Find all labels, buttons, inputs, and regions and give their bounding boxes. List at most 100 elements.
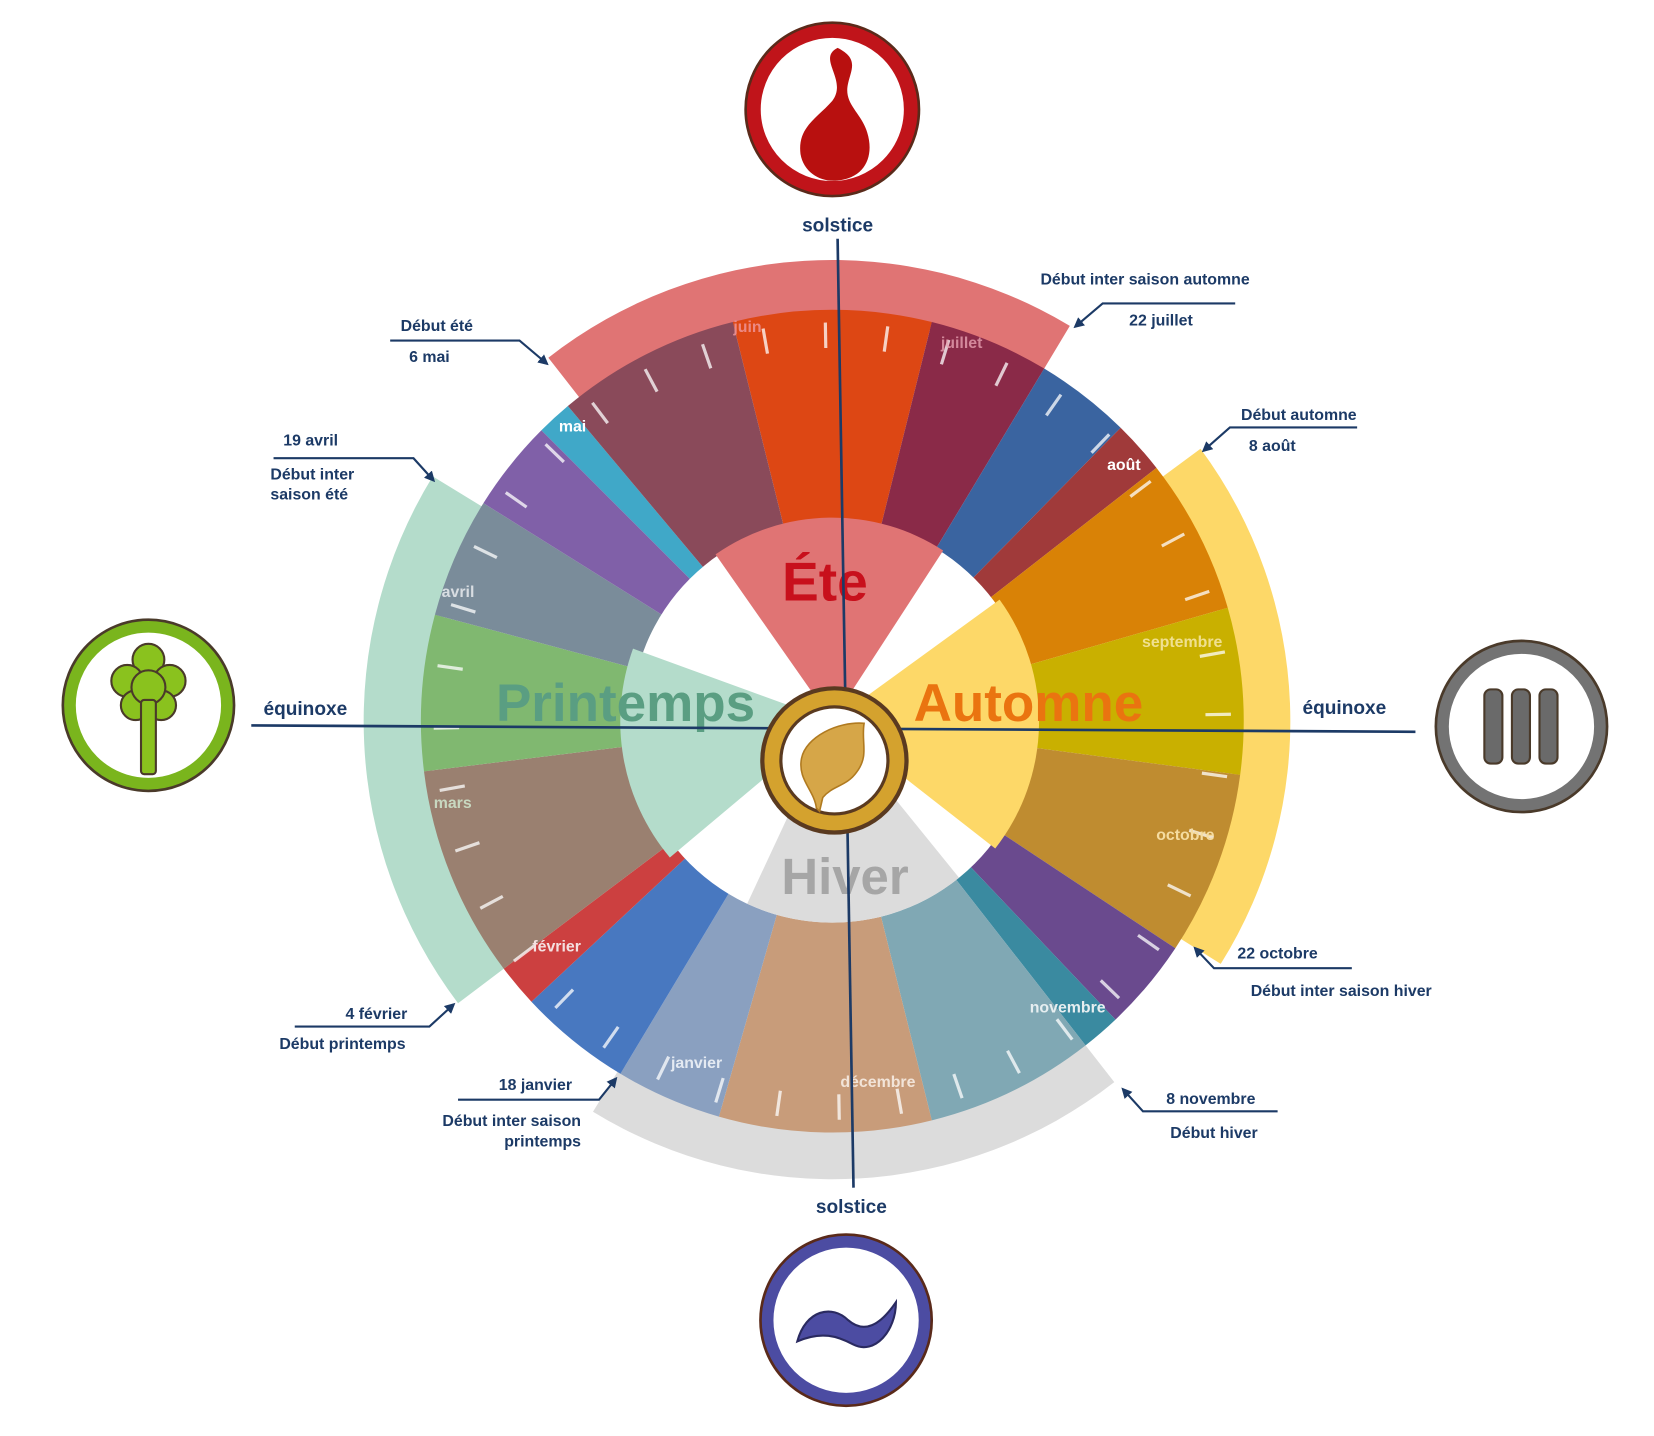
tick-mark	[882, 326, 890, 352]
annotation-date: 19 avril	[283, 433, 338, 450]
tick-mark	[591, 401, 609, 425]
tick-mark	[439, 784, 466, 792]
tick-mark	[554, 988, 575, 1010]
annotation-arrow	[294, 1002, 456, 1028]
annotation-date: 8 août	[1249, 438, 1297, 455]
month-label-avril: avril	[442, 584, 475, 601]
annotation-date: 18 janvier	[499, 1077, 572, 1094]
month-label-mars: mars	[434, 795, 472, 812]
annotation-inter-hiver: 22 octobre Début inter saison hiver	[1193, 946, 1432, 1000]
month-segment	[434, 503, 666, 671]
tick-mark	[512, 944, 536, 963]
month-segment	[483, 430, 694, 618]
tick-mark	[994, 362, 1009, 387]
tick-mark	[1161, 532, 1186, 548]
solstice-label-bottom: solstice	[816, 1197, 887, 1218]
equinox-label-right: équinoxe	[1303, 698, 1387, 719]
leaf-icon	[760, 686, 909, 835]
annotation-title: Début hiver	[1170, 1125, 1257, 1142]
solstice-label-top: solstice	[802, 215, 873, 236]
month-segment	[933, 368, 1121, 582]
month-label-novembre: novembre	[1030, 1000, 1106, 1017]
wave-icon	[759, 1233, 934, 1408]
month-segment	[531, 854, 732, 1074]
tick-mark	[1090, 433, 1111, 454]
annotation-date: 6 mai	[409, 349, 450, 366]
fire-icon	[744, 21, 921, 198]
month-label-mai: mai	[559, 419, 586, 436]
annotation-title: Début automne	[1241, 407, 1357, 424]
tick-mark	[761, 328, 770, 354]
tick-mark	[1099, 979, 1121, 1000]
equinox-label-left: équinoxe	[263, 699, 347, 720]
tick-mark	[450, 603, 476, 614]
tick-mark	[952, 1073, 964, 1099]
month-label-decembre: décembre	[840, 1074, 915, 1091]
tick-mark	[701, 343, 713, 369]
month-segment	[503, 839, 689, 1002]
season-bands	[363, 259, 1291, 1180]
tick-mark	[656, 1055, 671, 1081]
tick-mark	[1006, 1049, 1021, 1074]
tick-mark	[1129, 479, 1152, 498]
sector-automne	[832, 599, 1040, 849]
tick-mark	[939, 339, 951, 365]
month-segment	[967, 829, 1176, 1020]
month-label-juillet: juillet	[940, 335, 983, 352]
month-label-octobre: octobre	[1156, 827, 1214, 844]
annotation-arrow	[1121, 1087, 1278, 1113]
annotation-title-line1: Début inter	[270, 466, 354, 483]
annotation-arrow	[1073, 302, 1236, 329]
band-automne	[1156, 448, 1291, 964]
month-label-juin: juin	[732, 319, 761, 336]
tick-mark	[504, 491, 528, 509]
month-segment	[718, 909, 932, 1133]
bars-icon	[1434, 639, 1609, 814]
annotation-inter-ete: 19 avril Début inter saison été	[270, 433, 436, 504]
season-label-hiver: Hiver	[781, 848, 908, 905]
annotation-inter-printemps: 18 janvier Début inter saison printemps	[442, 1076, 618, 1150]
tick-mark	[643, 368, 659, 393]
annotation-arrow	[273, 457, 436, 483]
tick-mark	[479, 894, 504, 910]
annotation-arrow	[458, 1076, 618, 1101]
sector-ete	[715, 517, 944, 722]
tick-mark	[1188, 828, 1215, 840]
month-segment	[879, 875, 1086, 1121]
month-segment	[732, 309, 932, 531]
tick-mark	[437, 664, 463, 671]
annotation-arrow	[1193, 946, 1352, 970]
tick-mark	[602, 1025, 620, 1049]
month-segment	[986, 467, 1228, 668]
annotation-debut-hiver: 8 novembre Début hiver	[1121, 1087, 1278, 1142]
tick-mark	[1167, 883, 1192, 898]
month-segment	[567, 322, 785, 571]
tick-mark	[1199, 650, 1226, 658]
annotation-debut-automne: Début automne 8 août	[1201, 407, 1358, 455]
month-segment	[541, 406, 707, 583]
tick-mark	[544, 443, 565, 464]
season-label-printemps: Printemps	[496, 674, 755, 733]
annotation-date: 8 novembre	[1166, 1091, 1255, 1108]
annotation-debut-ete: Début été 6 mai	[390, 318, 549, 366]
tick-mark	[1045, 393, 1063, 417]
month-label-fevrier: février	[532, 938, 581, 955]
annotation-arrow	[1201, 426, 1358, 453]
season-label-automne: Automne	[914, 674, 1144, 733]
month-ring	[420, 309, 1244, 1133]
month-segment	[995, 746, 1241, 949]
tick-mark	[1201, 771, 1228, 779]
annotation-title: Début printemps	[279, 1036, 405, 1053]
month-segment	[423, 745, 676, 969]
annotation-debut-printemps: 4 février Début printemps	[279, 1002, 456, 1053]
month-segment	[969, 427, 1157, 601]
annotation-title-line2: saison été	[270, 487, 348, 504]
annotation-date: 4 février	[345, 1006, 407, 1023]
band-ete	[548, 259, 1070, 404]
month-label-aout: août	[1107, 457, 1141, 474]
annotation-title: Début inter saison automne	[1040, 271, 1249, 288]
day-ticks	[433, 322, 1231, 1120]
sector-printemps	[620, 648, 833, 858]
